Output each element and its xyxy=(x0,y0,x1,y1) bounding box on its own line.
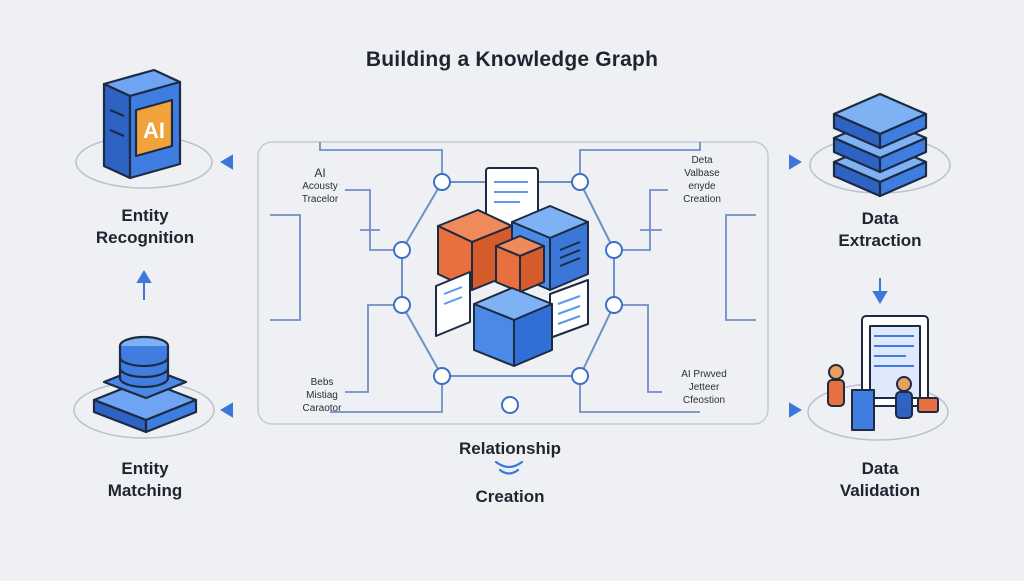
ring-nodes xyxy=(393,173,623,414)
note-line: Caraotor xyxy=(302,403,342,414)
arrow-right-icon xyxy=(789,154,802,170)
note-bottom-left: Bebs Mistiag Caraotor xyxy=(284,376,360,415)
note-line: Cfeostion xyxy=(682,395,726,406)
note-line: enyde xyxy=(688,181,716,192)
note-line: Deta xyxy=(691,155,713,166)
stage-label-line: Entity xyxy=(121,459,169,478)
matching-database-icon xyxy=(92,335,198,434)
network-node xyxy=(605,241,623,259)
note-line: Mistiag xyxy=(306,390,338,401)
people-validation-icon xyxy=(827,315,939,431)
network-node xyxy=(433,173,451,191)
stage-label-line: Extraction xyxy=(838,231,922,250)
network-node xyxy=(571,173,589,191)
note-bottom-right: AI Prwved Jetteer Cfeostion xyxy=(662,368,746,407)
stage-entity-matching: Entity Matching xyxy=(70,458,220,502)
stage-label-line: Recognition xyxy=(95,228,195,247)
stage-data-extraction: Data Extraction xyxy=(805,208,955,252)
stage-relationship-label: Relationship xyxy=(458,439,561,458)
knowledge-cube-icon xyxy=(435,167,589,367)
network-node xyxy=(433,367,451,385)
note-top-left: AI Acousty Tracelor xyxy=(285,167,355,206)
stage-data-validation: Data Validation xyxy=(805,458,955,502)
central-frame xyxy=(257,141,769,425)
stage-entity-recognition: Entity Recognition xyxy=(70,205,220,249)
arrow-right-icon xyxy=(789,402,802,418)
note-top-right: Deta Valbase enyde Creation xyxy=(664,154,740,206)
network-node xyxy=(571,367,589,385)
stage-label-line: Matching xyxy=(107,481,183,500)
stage-label-line: Validation xyxy=(839,481,921,500)
note-line: Jetteer xyxy=(688,382,720,393)
note-line: Bebs xyxy=(310,377,334,388)
database-stack-icon xyxy=(832,92,928,198)
page-title: Building a Knowledge Graph xyxy=(365,48,659,71)
ai-server-icon xyxy=(102,68,182,180)
note-line: AI Prwved xyxy=(681,369,727,380)
wave-icon xyxy=(494,460,524,475)
stage-creation-label: Creation xyxy=(475,487,545,506)
stage-label-line: Data xyxy=(861,459,899,478)
stage-label-line: Data xyxy=(861,209,899,228)
note-line: Creation xyxy=(683,194,721,205)
note-line: Tracelor xyxy=(301,194,339,205)
server-badge-text: AI xyxy=(143,118,165,143)
network-node xyxy=(393,241,411,259)
flow-arrows xyxy=(136,154,888,418)
network-node xyxy=(605,296,623,314)
stage-label-line: Entity xyxy=(121,206,169,225)
note-line: Acousty xyxy=(302,181,338,192)
arrow-left-icon xyxy=(220,154,233,170)
network-node xyxy=(501,396,519,414)
note-line: AI xyxy=(314,166,326,180)
arrow-left-icon xyxy=(220,402,233,418)
note-line: Valbase xyxy=(684,168,720,179)
connector-lines xyxy=(270,142,756,413)
network-node xyxy=(393,296,411,314)
